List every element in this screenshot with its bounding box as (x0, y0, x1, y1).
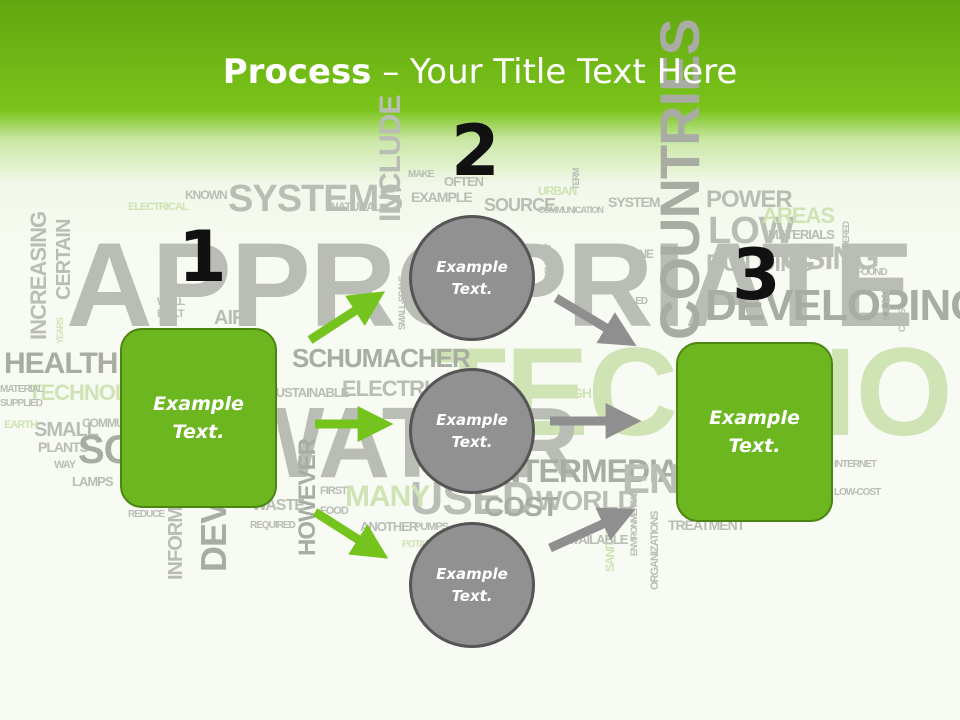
word-natural: NATURAL (330, 200, 381, 214)
word-reduce: REDUCE (128, 509, 165, 520)
word-developing: DEVELOPING (705, 281, 960, 330)
word-built: BUILT (157, 308, 185, 320)
word-communication: COMMUNICATION (538, 205, 604, 215)
word-using: USING (782, 240, 879, 276)
circle-top-text: Example Text. (436, 257, 508, 299)
word-required: REQUIRED (250, 520, 296, 531)
word-air: AIR (214, 307, 246, 329)
title-rest: – Your Title Text Here (371, 52, 738, 92)
word-areas: AREAS (762, 203, 835, 228)
step-2-circle-bottom: Example Text. (409, 522, 535, 648)
word-plants: PLANTS (38, 439, 89, 455)
word-schumacher: SCHUMACHER (292, 343, 471, 373)
word-small: SMALL (34, 419, 99, 441)
word-known: KNOWN (185, 188, 228, 202)
arrow-gray-up (548, 507, 636, 553)
arrow-gray-down (553, 294, 637, 347)
word-often: OFTEN (444, 174, 484, 189)
word-cost: COST (484, 491, 559, 522)
word-pumps: PUMPS (414, 521, 449, 533)
word-power: POWER (706, 186, 793, 213)
step-1-box-text: Example Text. (153, 392, 244, 444)
circle-middle-text: Example Text. (436, 410, 508, 452)
step-3-box-text: Example Text. (709, 406, 800, 458)
word-system: SYSTEM (608, 194, 661, 210)
word-make: MAKE (408, 169, 434, 180)
word-low: LOW (708, 210, 795, 252)
arrow-green-up (307, 291, 386, 344)
word-food: FOOD (320, 505, 349, 517)
word-well: WELL (157, 296, 185, 308)
word-material: MATERIAL (0, 384, 44, 395)
step-number-3: 3 (732, 234, 781, 316)
word-example: EXAMPLE (411, 189, 473, 205)
word-supplied: SUPPLIED (0, 398, 43, 409)
word-lamps: LAMPS (72, 474, 113, 489)
step-3-box: Example Text. (676, 342, 833, 522)
step-number-1: 1 (178, 216, 227, 298)
word-building: BUILDING (706, 250, 815, 277)
word-systems: SYSTEMS (228, 178, 404, 220)
word-source: SOURCE (484, 195, 556, 215)
word-many: MANY (345, 480, 430, 513)
word-earth: EARTH (4, 419, 38, 431)
word-sustainable: SUSTAINABLE (268, 385, 349, 400)
word-urban: URBAN (538, 184, 577, 198)
step-number-2: 2 (451, 110, 500, 192)
step-2-circle-top: Example Text. (409, 215, 535, 341)
step-1-box: Example Text. (120, 328, 277, 508)
arrow-green-down (312, 508, 389, 559)
word-high: HIGH (560, 385, 592, 401)
word-led: LED (630, 296, 648, 307)
step-2-circle-middle: Example Text. (409, 368, 535, 494)
word-materials: MATERIALS (768, 227, 835, 242)
word-one: ONE (630, 247, 654, 261)
title-bold: Process (222, 52, 372, 92)
slide-title: Process – Your Title Text Here (0, 52, 960, 92)
word-found: FOUND (856, 267, 888, 278)
word-way: WAY (54, 459, 76, 471)
word-health: HEALTH (4, 347, 118, 380)
word-low-cost: LOW-COST (834, 487, 881, 498)
circle-bottom-text: Example Text. (436, 564, 508, 606)
word-electrical: ELECTRICAL (128, 201, 189, 213)
word-internet: INTERNET (834, 459, 877, 470)
word-first: FIRST (320, 485, 348, 497)
